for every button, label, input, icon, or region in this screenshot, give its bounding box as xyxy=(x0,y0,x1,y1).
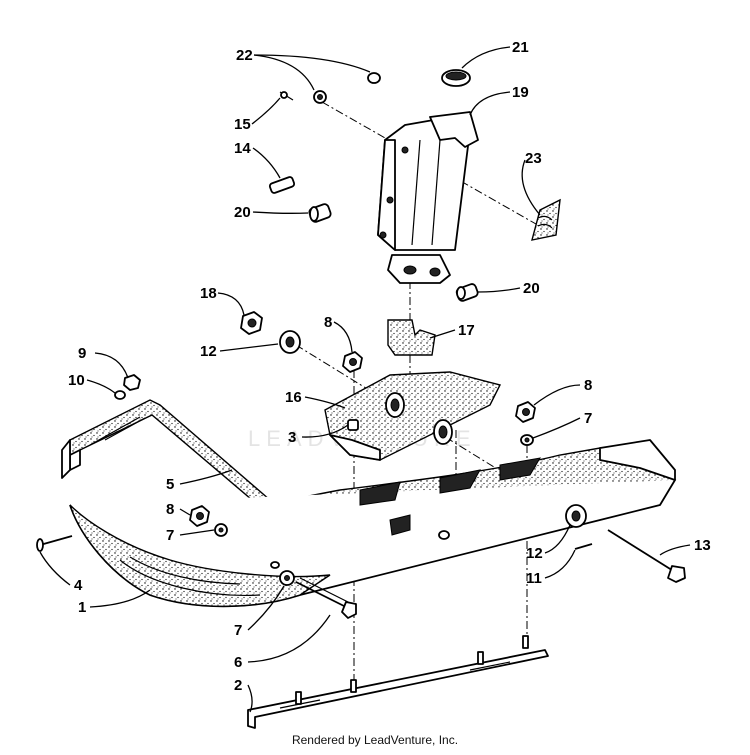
part-13-bolt xyxy=(607,529,686,583)
part-11-pin xyxy=(574,543,593,550)
callout-14: 14 xyxy=(234,140,251,157)
part-22-washers xyxy=(313,72,381,104)
part-7-washer-lower xyxy=(279,570,295,586)
callout-18: 18 xyxy=(200,285,217,302)
callout-6: 6 xyxy=(234,654,242,671)
callout-7-left: 7 xyxy=(166,527,174,544)
part-8-nut-right xyxy=(515,401,536,423)
part-12-bushing-upper xyxy=(279,330,301,354)
part-10-washer xyxy=(114,390,126,400)
callout-labels: 22 21 19 15 14 23 20 20 18 8 17 12 9 10 … xyxy=(68,39,711,694)
part-7-washer-left xyxy=(214,523,228,537)
callout-20-lower: 20 xyxy=(523,280,540,297)
callout-10: 10 xyxy=(68,372,85,389)
part-7-washer-right xyxy=(520,434,534,446)
callout-21: 21 xyxy=(512,39,529,56)
part-6-bolt xyxy=(295,577,357,619)
callout-8-top: 8 xyxy=(324,314,332,331)
callout-1: 1 xyxy=(78,599,86,616)
part-19-spindle-housing xyxy=(377,111,479,284)
leader-lines xyxy=(39,46,691,713)
callout-2: 2 xyxy=(234,677,242,694)
callout-17: 17 xyxy=(458,322,475,339)
part-20-bushing-upper xyxy=(308,203,332,223)
part-17-pad xyxy=(387,319,436,356)
part-9-nut xyxy=(123,374,141,391)
part-1-ski xyxy=(69,439,677,608)
part-2-wear-bar xyxy=(247,635,549,729)
callout-9: 9 xyxy=(78,345,86,362)
part-21-cap xyxy=(441,69,471,87)
part-4-bolt xyxy=(36,535,73,552)
part-20-bushing-lower xyxy=(455,283,479,302)
part-8-nut-left xyxy=(189,505,210,527)
part-14-pin xyxy=(268,176,296,194)
callout-23: 23 xyxy=(525,150,542,167)
callout-3: 3 xyxy=(288,429,296,446)
callout-5: 5 xyxy=(166,476,174,493)
callout-16: 16 xyxy=(285,389,302,406)
part-15-pin xyxy=(279,91,294,101)
part-8-nut-upper xyxy=(342,351,363,373)
callout-4: 4 xyxy=(74,577,83,594)
callout-7-lower: 7 xyxy=(234,622,242,639)
part-16-saddle xyxy=(324,371,502,461)
callout-15: 15 xyxy=(234,116,251,133)
callout-22: 22 xyxy=(236,47,253,64)
part-5-bracket xyxy=(61,399,271,512)
part-23-decal xyxy=(531,198,561,241)
callout-11: 11 xyxy=(526,570,542,587)
footer-credit: Rendered by LeadVenture, Inc. xyxy=(291,733,459,747)
callout-7-right: 7 xyxy=(584,410,592,427)
callout-13: 13 xyxy=(694,537,711,554)
callout-19: 19 xyxy=(512,84,529,101)
callout-12-upper: 12 xyxy=(200,343,217,360)
callout-8-left: 8 xyxy=(166,501,174,518)
callout-8-right: 8 xyxy=(584,377,592,394)
callout-20-upper: 20 xyxy=(234,204,251,221)
part-18-nut xyxy=(240,311,263,335)
part-12-bushing-right xyxy=(565,504,587,528)
callout-12-lower: 12 xyxy=(526,545,543,562)
